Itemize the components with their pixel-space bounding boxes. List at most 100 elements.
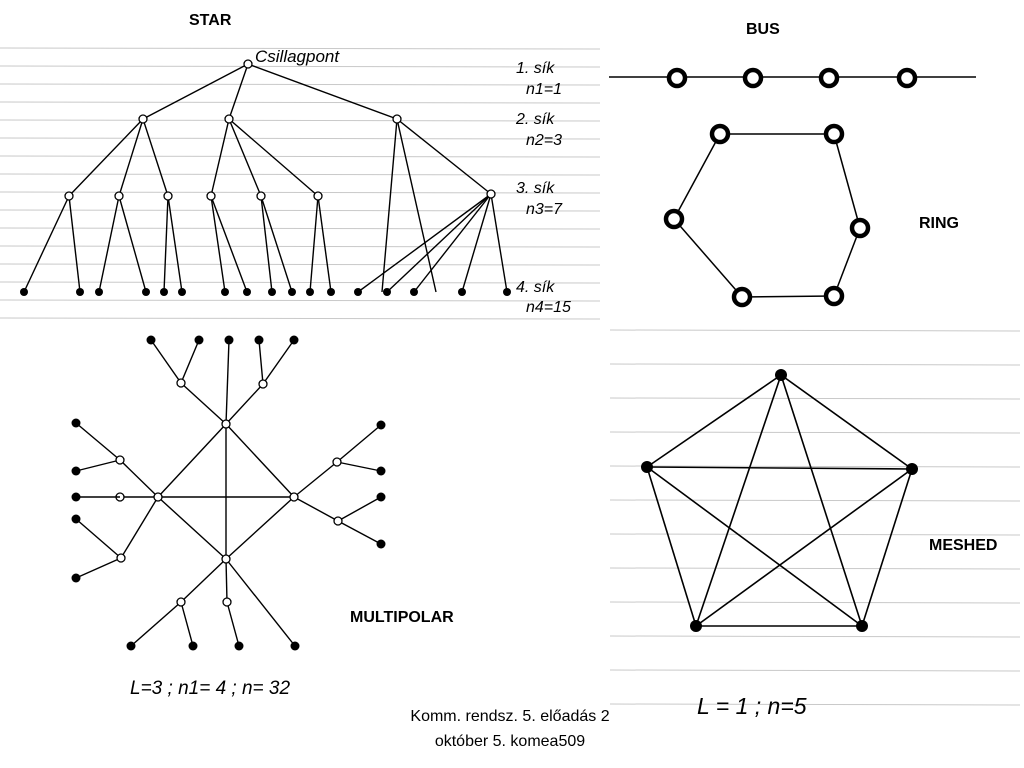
cluster-edge — [293, 496, 339, 522]
leaf-edge — [75, 518, 122, 559]
multipolar-leaf-node — [194, 335, 204, 345]
bus-node — [818, 67, 840, 89]
multipolar-relay-node — [176, 597, 186, 607]
ring-topology — [663, 123, 871, 308]
texture-line — [0, 263, 601, 266]
cluster-edge — [180, 558, 227, 603]
ring-node — [849, 217, 871, 239]
star-edge — [210, 195, 226, 293]
level-3-n: n3=7 — [526, 201, 563, 218]
leaf-edge — [258, 339, 264, 385]
mesh-node — [690, 620, 702, 632]
leaf-edge — [225, 339, 230, 425]
level-2-n: n2=3 — [526, 132, 562, 149]
ring-node — [731, 286, 753, 308]
multipolar-leaf-node — [376, 466, 386, 476]
texture-line — [0, 155, 601, 158]
cluster-edge — [180, 382, 227, 425]
star-leaf-node — [306, 288, 314, 296]
leaf-edge — [262, 339, 295, 385]
multipolar-leaf-node — [71, 514, 81, 524]
multipolar-hub-node — [289, 492, 299, 502]
leaf-edge — [337, 496, 382, 522]
bus-node — [742, 67, 764, 89]
mesh-edge — [646, 466, 697, 627]
star-edge — [228, 118, 262, 197]
leaf-edge — [225, 558, 296, 647]
texture-line — [609, 499, 1021, 502]
level-1-n: n1=1 — [526, 81, 562, 98]
level-4-sik: 4. sík — [516, 279, 555, 296]
texture-line — [0, 119, 601, 122]
multipolar-leaf-node — [71, 492, 81, 502]
mesh-node — [856, 620, 868, 632]
texture-line — [609, 431, 1021, 434]
star-edge — [167, 195, 183, 293]
mesh-edge — [646, 466, 913, 470]
level-4-n: n4=15 — [526, 299, 571, 316]
mesh-node — [641, 461, 653, 473]
multipolar-relay-node — [116, 553, 126, 563]
multipolar-topology — [71, 335, 386, 651]
leaf-edge — [130, 601, 182, 647]
cluster-edge — [225, 558, 228, 603]
texture-line — [609, 363, 1021, 366]
texture-line — [0, 245, 601, 248]
star-root-label: Csillagpont — [255, 47, 340, 66]
texture-line — [0, 281, 601, 284]
multipolar-relay-node — [176, 378, 186, 388]
star-edge — [142, 118, 169, 197]
star-edge — [309, 195, 319, 293]
star-edge — [461, 193, 492, 293]
leaf-edge — [75, 557, 122, 579]
star-leaf-node — [76, 288, 84, 296]
bus-node — [896, 67, 918, 89]
leaf-edge — [180, 601, 194, 647]
texture-line — [0, 137, 601, 140]
ring-node — [663, 208, 685, 230]
background-text-texture — [0, 47, 1021, 706]
texture-line — [0, 83, 601, 86]
star-edge — [357, 193, 492, 293]
texture-line — [0, 47, 601, 50]
star-edge — [23, 195, 70, 293]
multipolar-leaf-node — [71, 418, 81, 428]
mesh-edge — [780, 374, 913, 470]
ring-node — [709, 123, 731, 145]
star-edge — [68, 118, 144, 197]
star-edge — [68, 195, 81, 293]
leaf-edge — [180, 339, 200, 384]
star-leaf-node — [178, 288, 186, 296]
star-level-3-node — [256, 191, 266, 201]
star-leaf-node — [383, 288, 391, 296]
mesh-edge — [695, 374, 782, 627]
star-edge — [142, 63, 249, 120]
mesh-node — [906, 463, 918, 475]
star-edge — [118, 195, 147, 293]
star-level-3-node — [163, 191, 173, 201]
multipolar-leaf-node — [289, 335, 299, 345]
star-leaf-node — [142, 288, 150, 296]
footer-line-1: Komm. rendsz. 5. előadás 2 — [410, 708, 610, 725]
star-leaf-node — [160, 288, 168, 296]
title-meshed: MESHED — [929, 537, 998, 554]
mesh-edge — [646, 466, 863, 627]
leaf-edge — [336, 461, 382, 472]
multipolar-leaf-node — [71, 573, 81, 583]
star-level-2-node — [224, 114, 234, 124]
star-topology-tree — [20, 59, 511, 296]
ring-node — [823, 285, 845, 307]
ring-edge — [673, 133, 721, 220]
title-bus: BUS — [746, 21, 780, 38]
star-level-3-node — [64, 191, 74, 201]
multipolar-leaf-node — [234, 641, 244, 651]
star-leaf-node — [503, 288, 511, 296]
star-edge — [210, 195, 248, 293]
ring-edge — [741, 295, 835, 298]
backbone-edge — [225, 496, 295, 560]
star-edge — [381, 118, 398, 293]
star-edge — [98, 195, 120, 293]
texture-line — [0, 299, 601, 302]
star-edge — [260, 195, 293, 293]
